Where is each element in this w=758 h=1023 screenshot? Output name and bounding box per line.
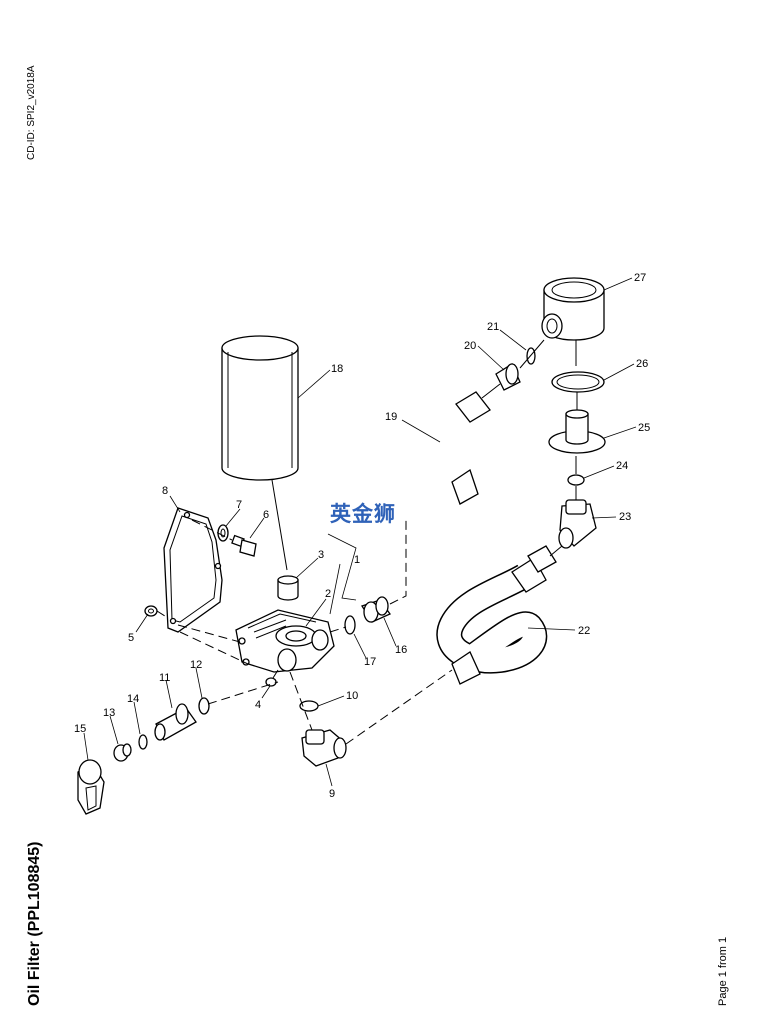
part-7-washer bbox=[217, 524, 229, 542]
callout-10: 10 bbox=[346, 690, 358, 702]
part-8-bracket bbox=[163, 507, 223, 633]
part-22-hose bbox=[436, 545, 563, 685]
callout-25: 25 bbox=[638, 422, 650, 434]
callout-12: 12 bbox=[190, 659, 202, 671]
callout-11: 11 bbox=[159, 672, 170, 684]
callout-8: 8 bbox=[162, 485, 168, 497]
callout-7: 7 bbox=[236, 499, 242, 511]
part-23-elbow bbox=[558, 499, 597, 549]
part-4-screw bbox=[265, 669, 279, 687]
watermark-text: 英金狮 bbox=[330, 502, 396, 526]
callout-5: 5 bbox=[128, 632, 134, 644]
part-11-valve bbox=[154, 703, 197, 741]
callout-20: 20 bbox=[464, 340, 476, 352]
part-25-valve bbox=[548, 409, 606, 454]
callout-17: 17 bbox=[364, 656, 376, 668]
part-2-filter-head bbox=[235, 609, 335, 673]
part-15-cap bbox=[77, 759, 105, 815]
part-24-o-ring bbox=[567, 474, 585, 486]
callout-numbers: 1 2 3 4 5 6 7 8 9 10 11 12 13 bbox=[74, 272, 650, 800]
callout-19: 19 bbox=[385, 411, 397, 423]
callout-6: 6 bbox=[263, 509, 269, 521]
part-18-filter-cartridge bbox=[221, 335, 299, 481]
callout-26: 26 bbox=[636, 358, 648, 370]
callout-9: 9 bbox=[329, 788, 335, 800]
part-16-adapter bbox=[361, 596, 391, 623]
callout-2: 2 bbox=[325, 588, 331, 600]
callout-22: 22 bbox=[578, 625, 590, 637]
callout-18: 18 bbox=[331, 363, 343, 375]
part-19-hose bbox=[410, 363, 531, 553]
part-17-o-ring bbox=[344, 615, 356, 635]
part-6-screw bbox=[231, 534, 257, 557]
callout-15: 15 bbox=[74, 723, 86, 735]
part-20-nut bbox=[505, 363, 519, 385]
part-13-plug bbox=[113, 743, 132, 762]
part-14-o-ring bbox=[138, 734, 148, 750]
callout-24: 24 bbox=[616, 460, 628, 472]
callout-13: 13 bbox=[103, 707, 115, 719]
part-26-o-ring bbox=[551, 371, 605, 393]
part-5-nut bbox=[144, 605, 158, 617]
callout-4: 4 bbox=[255, 699, 261, 711]
callout-3: 3 bbox=[318, 549, 324, 561]
callout-14: 14 bbox=[127, 693, 139, 705]
callout-16: 16 bbox=[395, 644, 407, 656]
callout-1: 1 bbox=[354, 554, 360, 566]
part-9-elbow bbox=[301, 729, 347, 767]
callout-21: 21 bbox=[487, 321, 499, 333]
callout-23: 23 bbox=[619, 511, 631, 523]
callout-27: 27 bbox=[634, 272, 646, 284]
part-27-housing bbox=[541, 277, 605, 341]
part-12-washer bbox=[198, 697, 210, 715]
part-3-sleeve bbox=[277, 575, 299, 601]
part-21-o-ring bbox=[526, 347, 536, 365]
